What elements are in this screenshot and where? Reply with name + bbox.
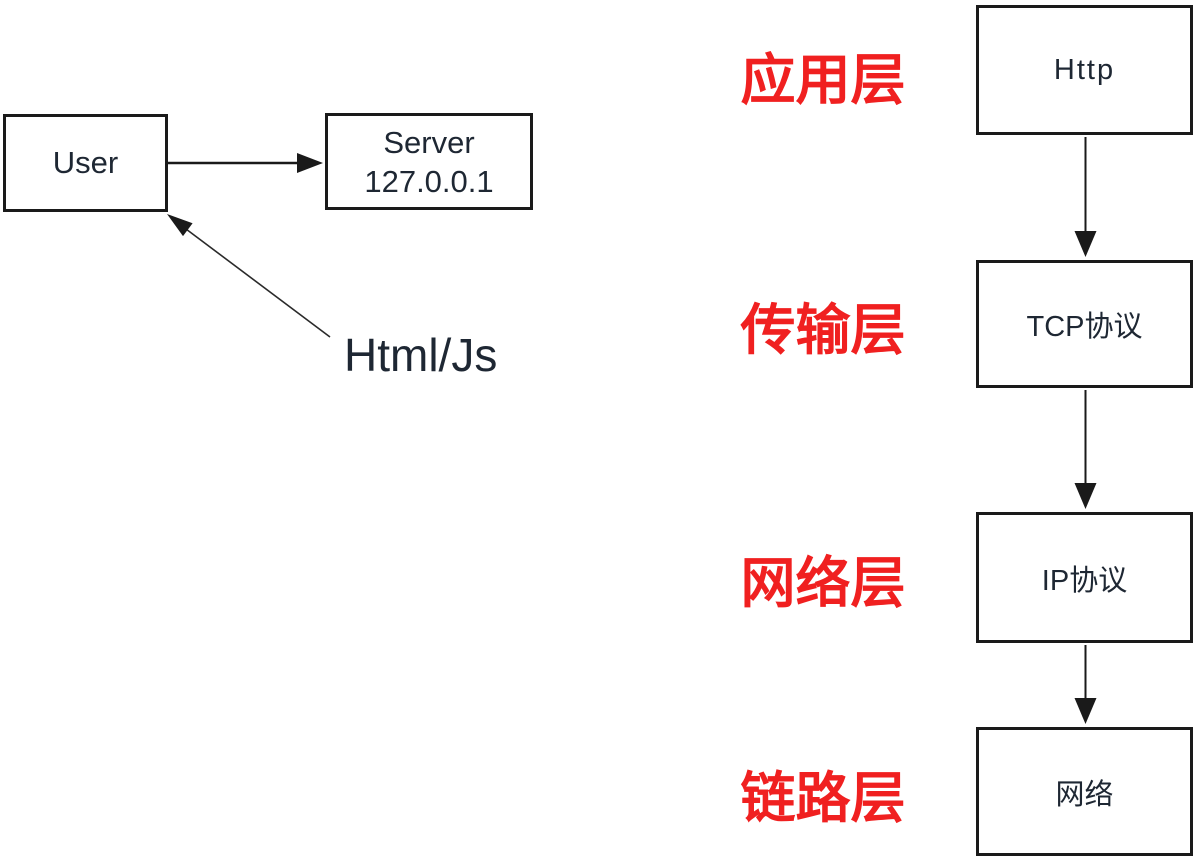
tcp-node-label: TCP协议: [1026, 311, 1143, 343]
layer-label-link: 链路层: [740, 767, 906, 829]
layer-label-network: 网络层: [740, 552, 906, 614]
htmljs-annotation: Html/Js: [344, 329, 498, 381]
arrow-ip-to-network: [1074, 645, 1097, 724]
ip-node-label: IP协议: [1041, 564, 1128, 597]
http-node-label: Http: [1053, 53, 1116, 86]
server-node-name: Server: [383, 124, 475, 160]
network-node: 网络: [976, 727, 1193, 856]
arrow-user-to-server: [168, 153, 323, 173]
tcp-node: TCP协议: [976, 260, 1193, 388]
server-node-address: 127.0.0.1: [364, 163, 494, 199]
user-node: User: [3, 114, 168, 212]
layer-label-transport: 传输层: [740, 299, 906, 361]
arrow-http-to-tcp: [1074, 137, 1097, 257]
arrow-htmljs-to-user: [167, 214, 331, 338]
network-node-label: 网络: [1055, 778, 1114, 811]
layer-label-application: 应用层: [740, 49, 906, 111]
server-node: Server 127.0.0.1: [325, 113, 533, 210]
arrow-tcp-to-ip: [1074, 390, 1097, 509]
ip-node: IP协议: [976, 512, 1193, 643]
user-node-label: User: [52, 145, 119, 180]
http-node: Http: [976, 5, 1193, 135]
